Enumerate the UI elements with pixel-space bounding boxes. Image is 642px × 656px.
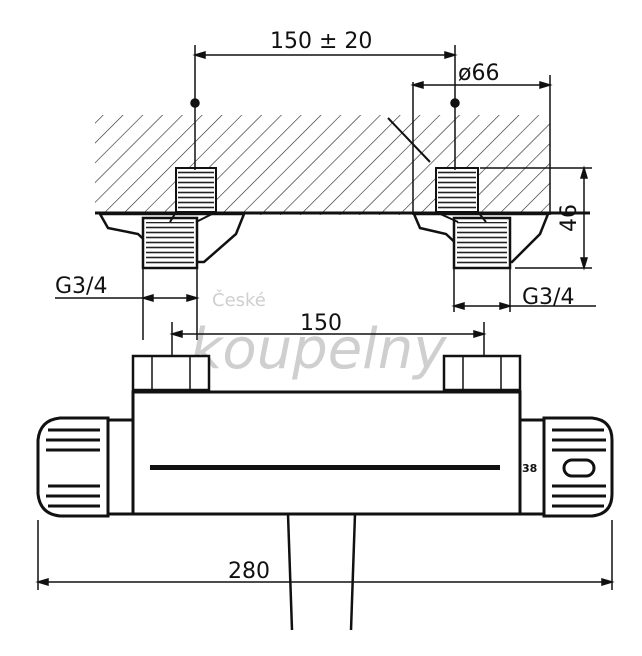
right-inlet-nut <box>442 354 522 392</box>
watermark-line2: koupelny <box>190 317 447 382</box>
left-inlet-nut <box>131 354 211 392</box>
wall-section <box>95 115 590 215</box>
dimension-diameter-label: ø66 <box>458 61 499 86</box>
left-handle <box>36 416 135 518</box>
right-eccentric-connector <box>412 167 550 270</box>
dimension-thread-left-label: G3/4 <box>55 274 107 299</box>
dimension-overall-length-label: 280 <box>228 559 270 584</box>
dimension-thread-right-label: G3/4 <box>522 285 574 310</box>
dimension-inlet-spacing <box>169 322 487 358</box>
dimension-top-spacing-label: 150 ± 20 <box>270 29 372 54</box>
dimension-overall-length <box>35 520 615 590</box>
dimension-thread-right <box>451 268 596 312</box>
dimension-inlet-spacing-label: 150 <box>300 311 342 336</box>
watermark: České koupelny <box>190 289 447 382</box>
mixer-body <box>131 390 522 516</box>
left-eccentric-connector <box>97 167 246 270</box>
dimension-thread-left <box>55 268 200 340</box>
right-temperature-handle <box>518 416 614 518</box>
temperature-marking: 38 <box>522 462 537 475</box>
dimension-diameter <box>410 75 553 215</box>
dimension-top-spacing <box>190 45 460 170</box>
outlet-pipe <box>286 513 357 631</box>
dimension-height <box>480 165 592 271</box>
watermark-line1: České <box>212 289 266 311</box>
dimension-height-label: 46 <box>557 204 582 232</box>
